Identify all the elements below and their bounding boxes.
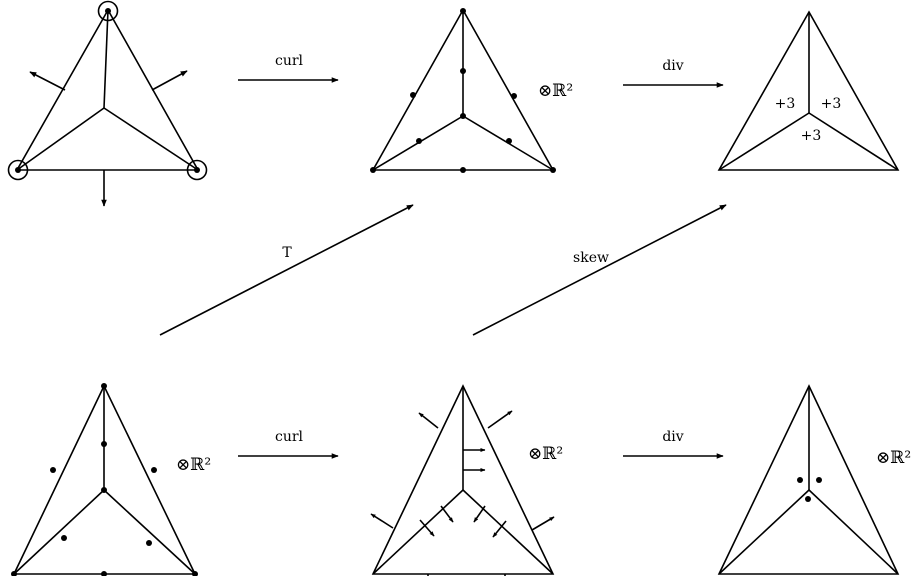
element-top-middle xyxy=(371,8,555,171)
dof-dot xyxy=(151,467,157,473)
normal-arrow xyxy=(418,412,439,429)
dof-dot xyxy=(101,383,107,389)
dof-dot xyxy=(146,540,152,546)
interior-edge xyxy=(103,9,109,109)
tensor-label: ⊗ℝ² xyxy=(538,81,573,101)
element-top-right xyxy=(717,10,900,171)
dof-dot xyxy=(460,68,466,74)
vertex-circle xyxy=(97,0,119,22)
dof-dot xyxy=(797,477,803,483)
interior-edge xyxy=(718,489,810,575)
dof-dot xyxy=(61,535,67,541)
element-bottom-left xyxy=(12,384,197,575)
normal-arrow xyxy=(487,410,513,429)
interior-edge xyxy=(808,112,899,171)
triangle-outline xyxy=(717,384,900,575)
div-label-top: div xyxy=(662,58,683,74)
interior-edge xyxy=(103,107,199,171)
dof-dot xyxy=(194,167,200,173)
plus-three-label: +3 xyxy=(801,128,822,144)
t-label: T xyxy=(282,245,292,261)
dof-dot xyxy=(511,93,517,99)
element-top-left xyxy=(7,0,208,207)
interior-arrow xyxy=(440,505,454,523)
dof-dot xyxy=(506,138,512,144)
tensor-label: ⊗ℝ² xyxy=(876,448,911,468)
element-bottom-right xyxy=(717,384,900,575)
div-label-bottom: div xyxy=(662,429,683,445)
tensor-label: ⊗ℝ² xyxy=(528,444,563,464)
dof-dot xyxy=(416,138,422,144)
dof-dot xyxy=(370,167,376,173)
interior-edge xyxy=(718,112,810,171)
dof-dot xyxy=(192,571,198,576)
dof-dot xyxy=(460,8,466,14)
dof-dot xyxy=(101,571,107,576)
interior-edge xyxy=(13,489,105,575)
dof-dot xyxy=(550,167,556,173)
dof-dot xyxy=(460,167,466,173)
normal-arrow xyxy=(370,513,394,529)
dof-dot xyxy=(816,477,822,483)
dof-dot xyxy=(50,467,56,473)
plus-three-label: +3 xyxy=(821,96,842,112)
triangle-outline xyxy=(717,10,900,171)
curl-label-bottom: curl xyxy=(275,429,304,445)
interior-edge xyxy=(462,489,554,575)
dof-dot xyxy=(101,441,107,447)
dof-dot xyxy=(101,487,107,493)
triangle-outline xyxy=(371,384,555,575)
dof-dot xyxy=(805,496,811,502)
interior-edge xyxy=(808,489,899,575)
plus-three-label: +3 xyxy=(775,96,796,112)
element-bottom-middle xyxy=(370,384,555,576)
interior-arrow xyxy=(473,505,486,523)
interior-edge xyxy=(372,489,464,575)
interior-arrow xyxy=(419,519,435,537)
dof-dot xyxy=(460,113,466,119)
interior-arrow xyxy=(492,520,507,538)
t-arrow xyxy=(159,204,414,336)
curl-label-top: curl xyxy=(275,53,304,69)
interior-edge xyxy=(103,489,196,575)
normal-arrow xyxy=(29,71,66,91)
dof-dot xyxy=(15,167,21,173)
normal-arrow xyxy=(151,70,188,91)
dof-dot xyxy=(105,8,111,14)
dof-dot xyxy=(11,571,17,576)
tensor-label: ⊗ℝ² xyxy=(176,455,211,475)
skew-arrow xyxy=(472,204,727,336)
skew-label: skew xyxy=(573,250,609,266)
vertex-circle xyxy=(7,159,29,181)
vertex-circle xyxy=(186,159,208,181)
normal-arrow xyxy=(531,516,555,531)
dof-dot xyxy=(410,92,416,98)
interior-edge xyxy=(16,107,105,171)
